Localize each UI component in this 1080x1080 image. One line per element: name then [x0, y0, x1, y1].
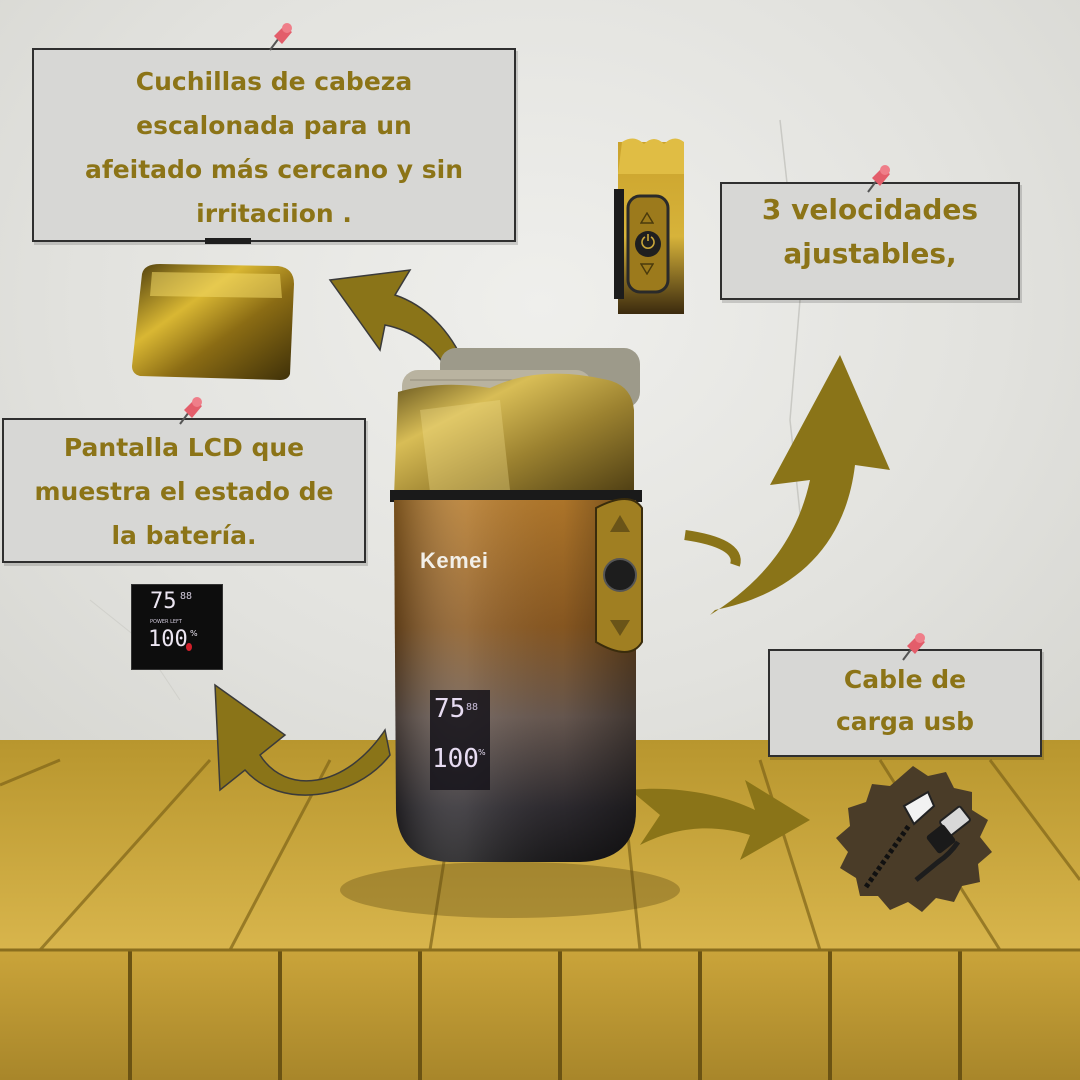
note-cable-line-2: carga usb: [835, 707, 975, 736]
shaver-lcd-minutes: 75: [434, 694, 466, 724]
note-lcd-line-3: la batería.: [111, 521, 257, 550]
pushpin-icon: [867, 165, 890, 193]
note-blades-line-3: afeitado más cercano y sin: [84, 155, 464, 184]
shaver-lcd-percent: 100: [432, 744, 479, 774]
note-lcd-line-2: muestra el estado de: [34, 477, 334, 506]
shaver-image: [390, 348, 643, 862]
pushpin-icon: [269, 23, 292, 51]
note-speeds-line-2: ajustables,: [783, 237, 957, 270]
lcd-closeup-percent-unit: %: [190, 629, 198, 638]
lcd-closeup-percent: 100: [148, 627, 188, 652]
lcd-closeup-power-label: POWER LEFT: [150, 619, 182, 625]
pushpin-icon: [179, 397, 202, 425]
note-speeds: 3 velocidades ajustables,: [720, 182, 1020, 300]
battery-drop-icon: [186, 643, 192, 651]
lcd-closeup-minutes: 75: [150, 589, 177, 614]
lcd-closeup: 75 88 POWER LEFT 100 %: [131, 584, 223, 670]
arrow-to-speeds: [684, 355, 890, 615]
note-lcd-line-1: Pantalla LCD que: [63, 433, 305, 462]
pushpin-icon: [902, 633, 925, 661]
note-blades-line-1: Cuchillas de cabeza: [135, 67, 413, 96]
speed-up-icon: [640, 212, 654, 224]
arrow-to-cable: [630, 780, 810, 860]
blade-head-image: [132, 264, 294, 380]
shaver-lcd-percent-unit: %: [478, 748, 486, 757]
note-speeds-line-1: 3 velocidades: [761, 193, 979, 226]
arrow-to-lcd: [214, 683, 391, 796]
power-icon: [641, 234, 655, 249]
speed-down-icon: [640, 263, 654, 275]
shaver-lcd-minutes-small: 88: [466, 702, 479, 713]
note-cable: Cable de carga usb: [768, 649, 1042, 757]
lcd-closeup-minutes-small: 88: [180, 591, 193, 602]
blade-head-top-edge: [205, 238, 251, 244]
note-blades-line-4: irritaciion .: [196, 199, 352, 228]
arrow-to-blades: [328, 269, 466, 377]
usb-cable-badge: [836, 766, 992, 912]
note-lcd: Pantalla LCD que muestra el estado de la…: [2, 418, 366, 563]
button-closeup-image: [614, 138, 684, 314]
shaver-brand-logo: Kemei: [420, 548, 489, 573]
note-blades-line-2: escalonada para un: [136, 111, 412, 140]
note-blades: Cuchillas de cabeza escalonada para un a…: [32, 48, 516, 242]
note-cable-line-1: Cable de: [843, 665, 967, 694]
